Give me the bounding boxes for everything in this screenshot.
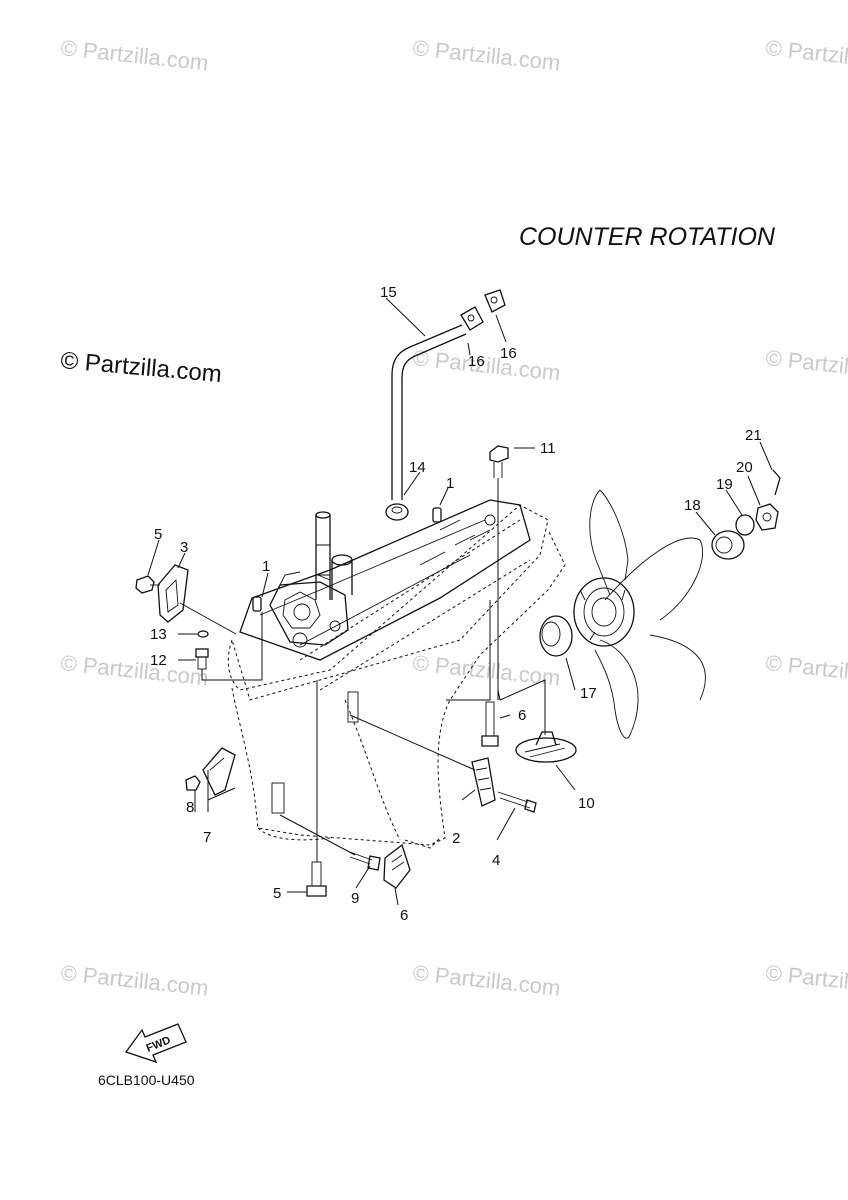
callout-label: 19	[716, 476, 733, 493]
fwd-arrow: FWD	[124, 1023, 187, 1064]
driveshaft	[315, 511, 331, 600]
callout-label: 9	[351, 890, 359, 907]
callout-label: 13	[150, 626, 167, 643]
anode-6	[383, 843, 411, 889]
callout-label: 10	[578, 795, 595, 812]
callout-label: 8	[186, 799, 194, 816]
callout-label: 4	[492, 852, 500, 869]
callout-label: 20	[736, 459, 753, 476]
watermark: © Partzilla.com	[764, 35, 848, 75]
anode-2	[471, 757, 496, 807]
watermark: © Partzilla.com	[764, 960, 848, 1000]
watermark: © Partzilla.com	[411, 35, 561, 75]
fwd-arrow-label: FWD	[145, 1034, 173, 1055]
callout-label: 2	[452, 830, 460, 847]
leader-lines	[147, 297, 773, 906]
dowel-pin	[432, 507, 442, 523]
watermark-main: © Partzilla.com	[59, 347, 222, 388]
washer-19	[735, 514, 755, 536]
watermark: © Partzilla.com	[411, 960, 561, 1000]
grommet-16	[460, 289, 506, 331]
watermark: © Partzilla.com	[59, 35, 209, 75]
seal-17	[539, 615, 573, 657]
callout-label: 7	[203, 829, 211, 846]
callout-label: 6	[400, 907, 408, 924]
nut-8	[185, 775, 201, 791]
watermark: © Partzilla.com	[764, 345, 848, 385]
watermark: © Partzilla.com	[411, 345, 561, 385]
water-tube-15	[391, 324, 467, 500]
water-pump-assembly	[269, 554, 353, 646]
callout-label: 6	[518, 707, 526, 724]
callout-label: 1	[262, 558, 270, 575]
callout-label: 16	[500, 345, 517, 362]
callout-label: 12	[150, 652, 167, 669]
callout-label: 15	[380, 284, 397, 301]
watermark: © Partzilla.com	[59, 960, 209, 1000]
callout-label: 3	[180, 539, 188, 556]
page-title: COUNTER ROTATION	[519, 223, 776, 251]
o-ring	[197, 630, 209, 638]
anode-3	[157, 564, 189, 623]
callout-label: 21	[745, 427, 762, 444]
bolt-6	[481, 701, 499, 747]
trim-tab-10	[515, 731, 577, 763]
bolt-11	[489, 445, 509, 478]
dowel-pin	[252, 596, 262, 612]
water-intake-slot	[347, 691, 359, 723]
grommet-14	[385, 503, 409, 521]
callout-label: 18	[684, 497, 701, 514]
bolt-5	[135, 575, 160, 594]
callout-labels: 1 1 2 3 4 5 5 6 6 6 7 8 9 10 11 12 13 14…	[150, 284, 762, 924]
callout-label: 5	[273, 885, 281, 902]
propeller	[573, 489, 706, 739]
bolt-4	[497, 791, 537, 813]
callout-label: 11	[540, 440, 556, 457]
callout-label: 1	[446, 475, 454, 492]
nut-20	[755, 503, 779, 531]
callout-label: 14	[409, 459, 426, 476]
spacer-18	[711, 530, 745, 560]
cotter-pin-21	[772, 469, 781, 496]
anode-7	[202, 747, 236, 796]
watermark: © Partzilla.com	[764, 650, 848, 690]
callout-label: 5	[154, 526, 162, 543]
watermark: © Partzilla.com	[411, 650, 561, 690]
bolt-9	[349, 851, 381, 871]
diagram-code: 6CLB100-U450	[98, 1072, 195, 1088]
watermark-group: © Partzilla.com © Partzilla.com © Partzi…	[59, 35, 848, 1000]
water-intake-slot	[271, 782, 285, 814]
callout-label: 16	[468, 353, 485, 370]
bolt-5	[306, 861, 327, 897]
callout-label: 17	[580, 685, 597, 702]
watermark: © Partzilla.com	[59, 650, 209, 690]
